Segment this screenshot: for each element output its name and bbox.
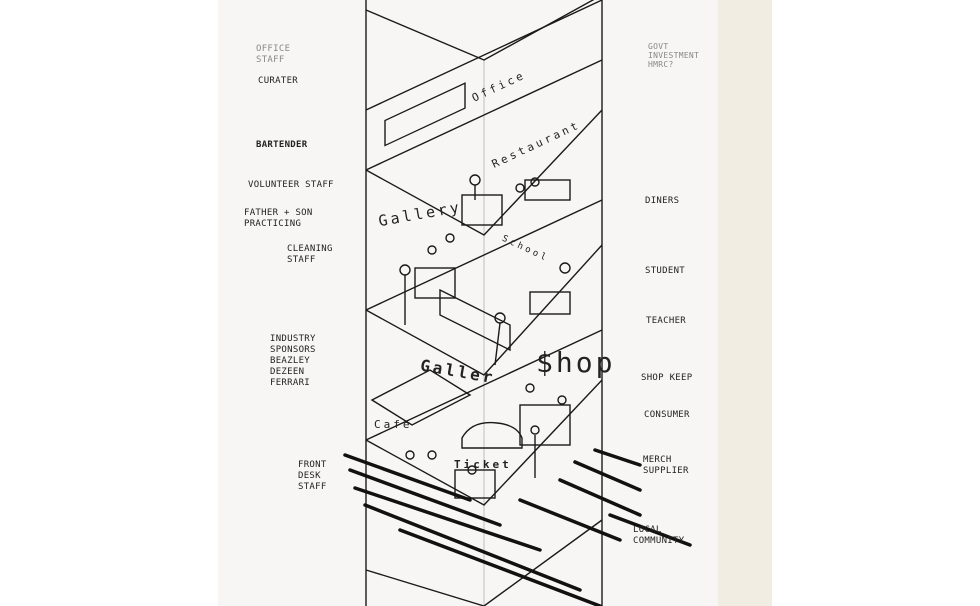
label-bartender: Bartender [256,140,308,150]
label-curater: Curater [258,76,299,86]
floor-label-ticket: Ticket [454,458,512,471]
paper-sheet [218,0,772,606]
label-student: Student [645,266,686,276]
floor-ground [365,379,603,506]
label-front-desk-staff: Front Desk Staff [298,460,327,492]
people-figures [399,174,571,478]
ticket-desk [454,469,496,499]
label-consumer: Consumer [644,410,690,420]
label-father-son: Father + Son Practicing [244,208,313,229]
label-office-staff: Office Staff [256,44,291,65]
label-diners: Diners [645,196,680,206]
paper-edge [718,0,772,606]
floor-ground-b [365,329,603,441]
car [461,421,523,449]
school-desk [414,267,456,299]
floor-office [365,0,603,111]
label-merch-supplier: Merch Supplier [643,455,689,476]
student-desk [529,291,571,315]
floor-label-cafe: Cafe [374,418,413,431]
floor-restaurant-b [365,59,603,171]
label-industry-sponsors: Industry Sponsors Beazley Dezeen Ferrari [270,334,316,388]
ground-hatching [343,448,692,606]
floor-base [365,519,603,606]
label-teacher: Teacher [646,316,687,326]
bar-counter [461,194,503,226]
label-govt-investment: Govt Investment HMRC? [648,42,700,69]
label-cleaning-staff: Cleaning Staff [287,244,333,265]
office-desks [384,82,466,147]
diner-table [524,179,571,201]
label-shop-keep: Shop Keep [641,373,693,383]
floor-school [365,244,603,376]
shop-counter [519,404,571,446]
floor-label-shop: $hop [536,346,616,379]
cafe-awning [370,369,472,426]
label-volunteer-staff: Volunteer Staff [248,180,334,190]
floor-roof [365,0,595,61]
whiteboard [439,288,511,352]
label-local-community: Local Community [633,525,685,546]
floor-restaurant [365,109,603,236]
